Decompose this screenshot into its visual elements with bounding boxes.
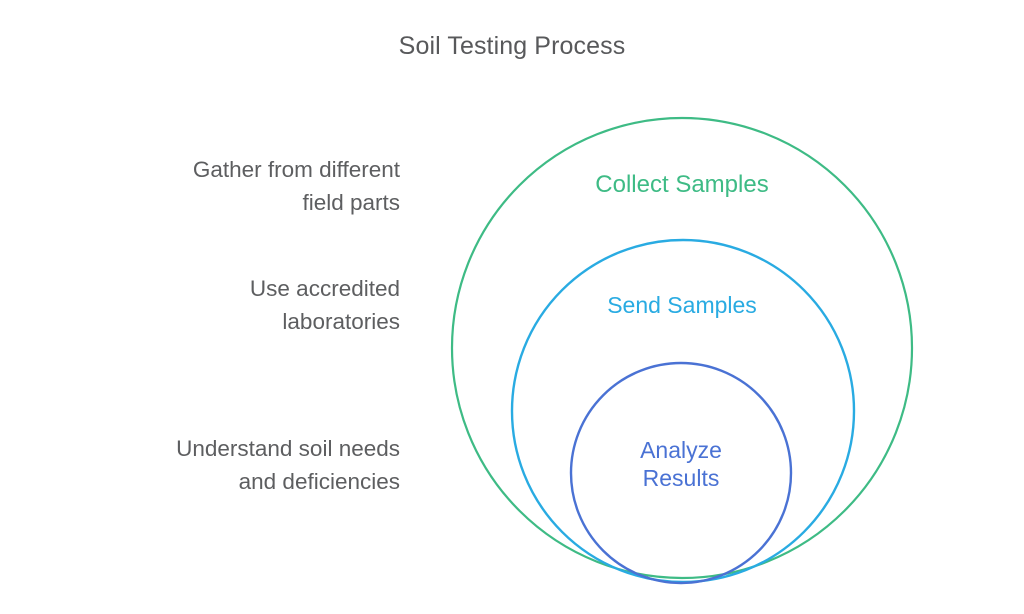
caption-collect-samples: Gather from different field parts <box>192 157 400 216</box>
caption-analyze-results: Understand soil needs and deficiencies <box>176 436 400 495</box>
ring-label-analyze-results: Analyze Results <box>640 437 722 492</box>
page-title: Soil Testing Process <box>398 32 626 60</box>
ring-label-send-samples: Send Samples <box>607 292 757 318</box>
caption-send-samples: Use accredited laboratories <box>249 276 400 335</box>
ring-label-collect-samples: Collect Samples <box>595 171 769 198</box>
